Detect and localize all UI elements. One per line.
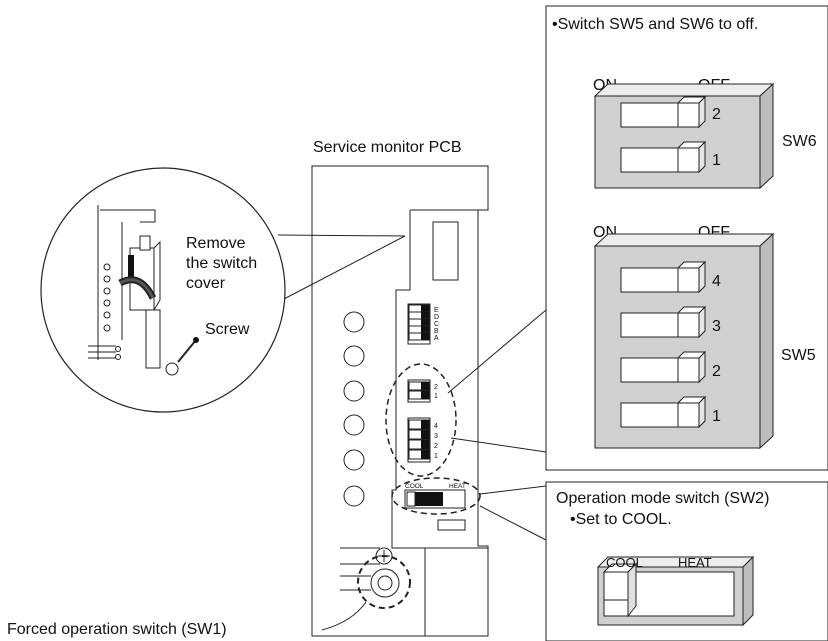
sw5-position-number: 1 [712, 408, 721, 425]
sw6-toggle[interactable] [620, 140, 707, 174]
sw5-position-number: 3 [712, 318, 721, 335]
sw-panel: •Switch SW5 and SW6 to off. ON OFF 2 1 S… [545, 5, 828, 471]
sw5-toggle[interactable] [620, 260, 707, 294]
pcb-dip-switch-ea: E D C B A [407, 303, 439, 345]
sw2-heat-label: HEAT [678, 555, 712, 570]
pcb-mode-cool: COOL [405, 483, 424, 490]
sw2-cool-label: COOL [606, 555, 643, 570]
sw5-position-number: 4 [712, 273, 721, 290]
pcb-sw5-number: 2 [434, 443, 438, 450]
forced-switch-highlight [357, 555, 411, 609]
sw6-label: SW6 [782, 133, 817, 150]
pcb-sw5-number: 1 [434, 453, 438, 460]
sw6-position-number: 2 [712, 106, 721, 123]
dip-letter: A [434, 335, 439, 342]
leader-line [479, 485, 547, 495]
pcb-title: Service monitor PCB [313, 139, 462, 156]
mode-panel: Operation mode switch (SW2) •Set to COOL… [545, 481, 828, 641]
pcb-sw6-number: 2 [434, 384, 438, 391]
switch-cover-magnifier [40, 167, 406, 413]
pcb-sw6-mini: 2 1 [407, 379, 438, 403]
pcb-led [343, 380, 365, 402]
leader-line [321, 601, 367, 631]
pcb-mode-switch: COOL HEAT [404, 483, 466, 509]
pcb-led [343, 414, 365, 436]
leader-line [479, 505, 547, 541]
pcb-led [343, 485, 365, 507]
callout-screw-label: Screw [205, 321, 250, 338]
leader-line [447, 309, 547, 394]
pcb-led [343, 311, 365, 333]
mode-switch-highlight [391, 477, 481, 515]
forced-switch-label: Forced operation switch (SW1) [7, 621, 227, 638]
pcb-led-column [343, 311, 365, 507]
leader-line [450, 437, 547, 453]
pcb-sw5-number: 3 [434, 433, 438, 440]
dip-letter: C [434, 321, 439, 328]
mode-panel-title: Operation mode switch (SW2) [556, 490, 769, 507]
pcb-led [343, 449, 365, 471]
pcb-mode-heat: HEAT [449, 483, 466, 490]
service-monitor-pcb [311, 165, 489, 637]
sw5-toggle[interactable] [620, 395, 707, 429]
mode-panel-instruction: •Set to COOL. [570, 511, 672, 528]
sw2-toggle[interactable] [602, 562, 638, 618]
sw6-toggle[interactable] [620, 95, 707, 129]
pcb-sw5-number: 4 [434, 423, 438, 430]
pcb-connector [437, 519, 466, 531]
pcb-sw5-mini: 4 3 2 1 [407, 417, 438, 463]
sw-panel-instruction: •Switch SW5 and SW6 to off. [552, 16, 758, 33]
sw5-sw6-highlight [385, 363, 457, 477]
sw5-toggle[interactable] [620, 350, 707, 384]
dip-letter: B [434, 328, 439, 335]
forced-operation-switch[interactable] [340, 547, 400, 598]
sw5-label: SW5 [781, 347, 816, 364]
sw6-position-number: 1 [712, 152, 721, 169]
pcb-sw6-number: 1 [434, 393, 438, 400]
callout-remove-cover-line2: the switch [186, 255, 257, 272]
pcb-window [432, 221, 459, 281]
dip-letter: D [434, 314, 439, 321]
sw5-position-number: 2 [712, 363, 721, 380]
callout-remove-cover-line3: cover [186, 275, 226, 292]
pcb-led [343, 345, 365, 367]
sw5-toggle[interactable] [620, 305, 707, 339]
callout-remove-cover-line1: Remove [186, 235, 246, 252]
dip-letter: E [434, 307, 439, 314]
